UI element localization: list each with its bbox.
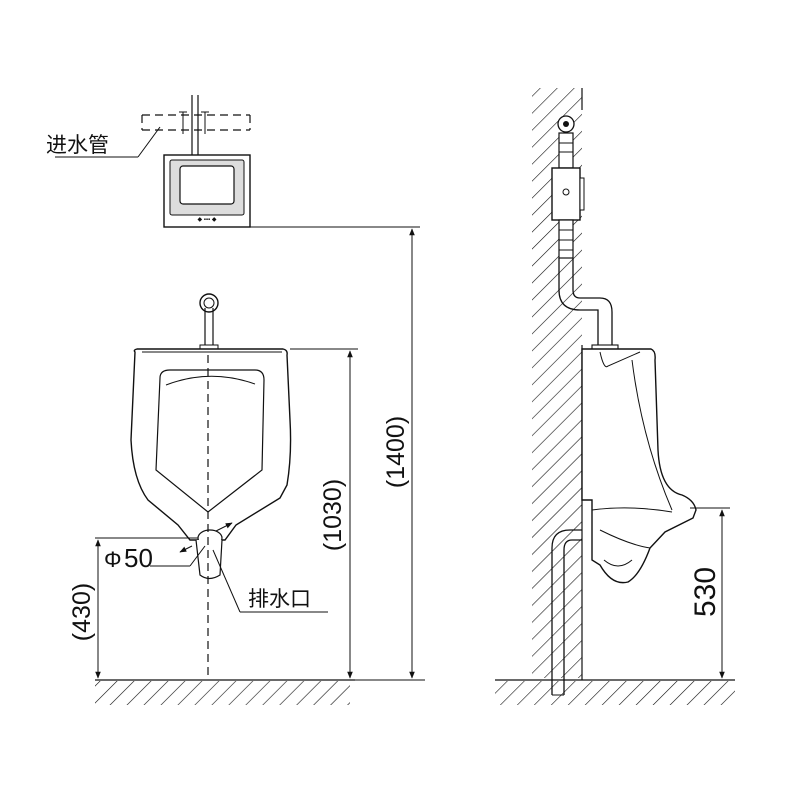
side-floor-hatch — [495, 681, 735, 705]
outlet-diameter-callout: Φ 50 — [95, 522, 233, 573]
dim-lip-height: 530 — [689, 507, 730, 679]
diameter-value: 50 — [124, 543, 153, 573]
dim-urinal-top-text: (1030) — [319, 479, 347, 551]
flush-spud-pipe — [199, 293, 219, 352]
dim-total-height: (1400) — [355, 228, 425, 681]
side-view: 530 — [495, 88, 735, 705]
inlet-pipe-dashed — [141, 111, 251, 134]
urinal-front — [130, 348, 292, 580]
dim-outlet-height-text: (430) — [68, 583, 96, 641]
front-floor-hatch — [95, 681, 350, 705]
inlet-pipe-label: 进水管 — [46, 134, 109, 157]
dim-total-height-text: (1400) — [382, 416, 410, 488]
dim-outlet-height: (430) — [68, 539, 101, 679]
drain-outlet-label: 排水口 — [248, 588, 311, 611]
sensor-control-box: ◆ ▪▪▪ ◆ — [163, 154, 251, 228]
svg-text:◆ ▪▪▪ ◆: ◆ ▪▪▪ ◆ — [198, 217, 217, 223]
side-drain-pipe — [551, 529, 582, 696]
drain-outlet-leader — [212, 549, 241, 613]
front-view: 进水管 ◆ ▪▪▪ ◆ — [46, 95, 425, 705]
dim-lip-height-text: 530 — [689, 567, 722, 617]
diameter-symbol: Φ — [104, 547, 122, 572]
dim-urinal-top: (1030) — [290, 348, 358, 679]
urinal-side — [581, 348, 697, 584]
